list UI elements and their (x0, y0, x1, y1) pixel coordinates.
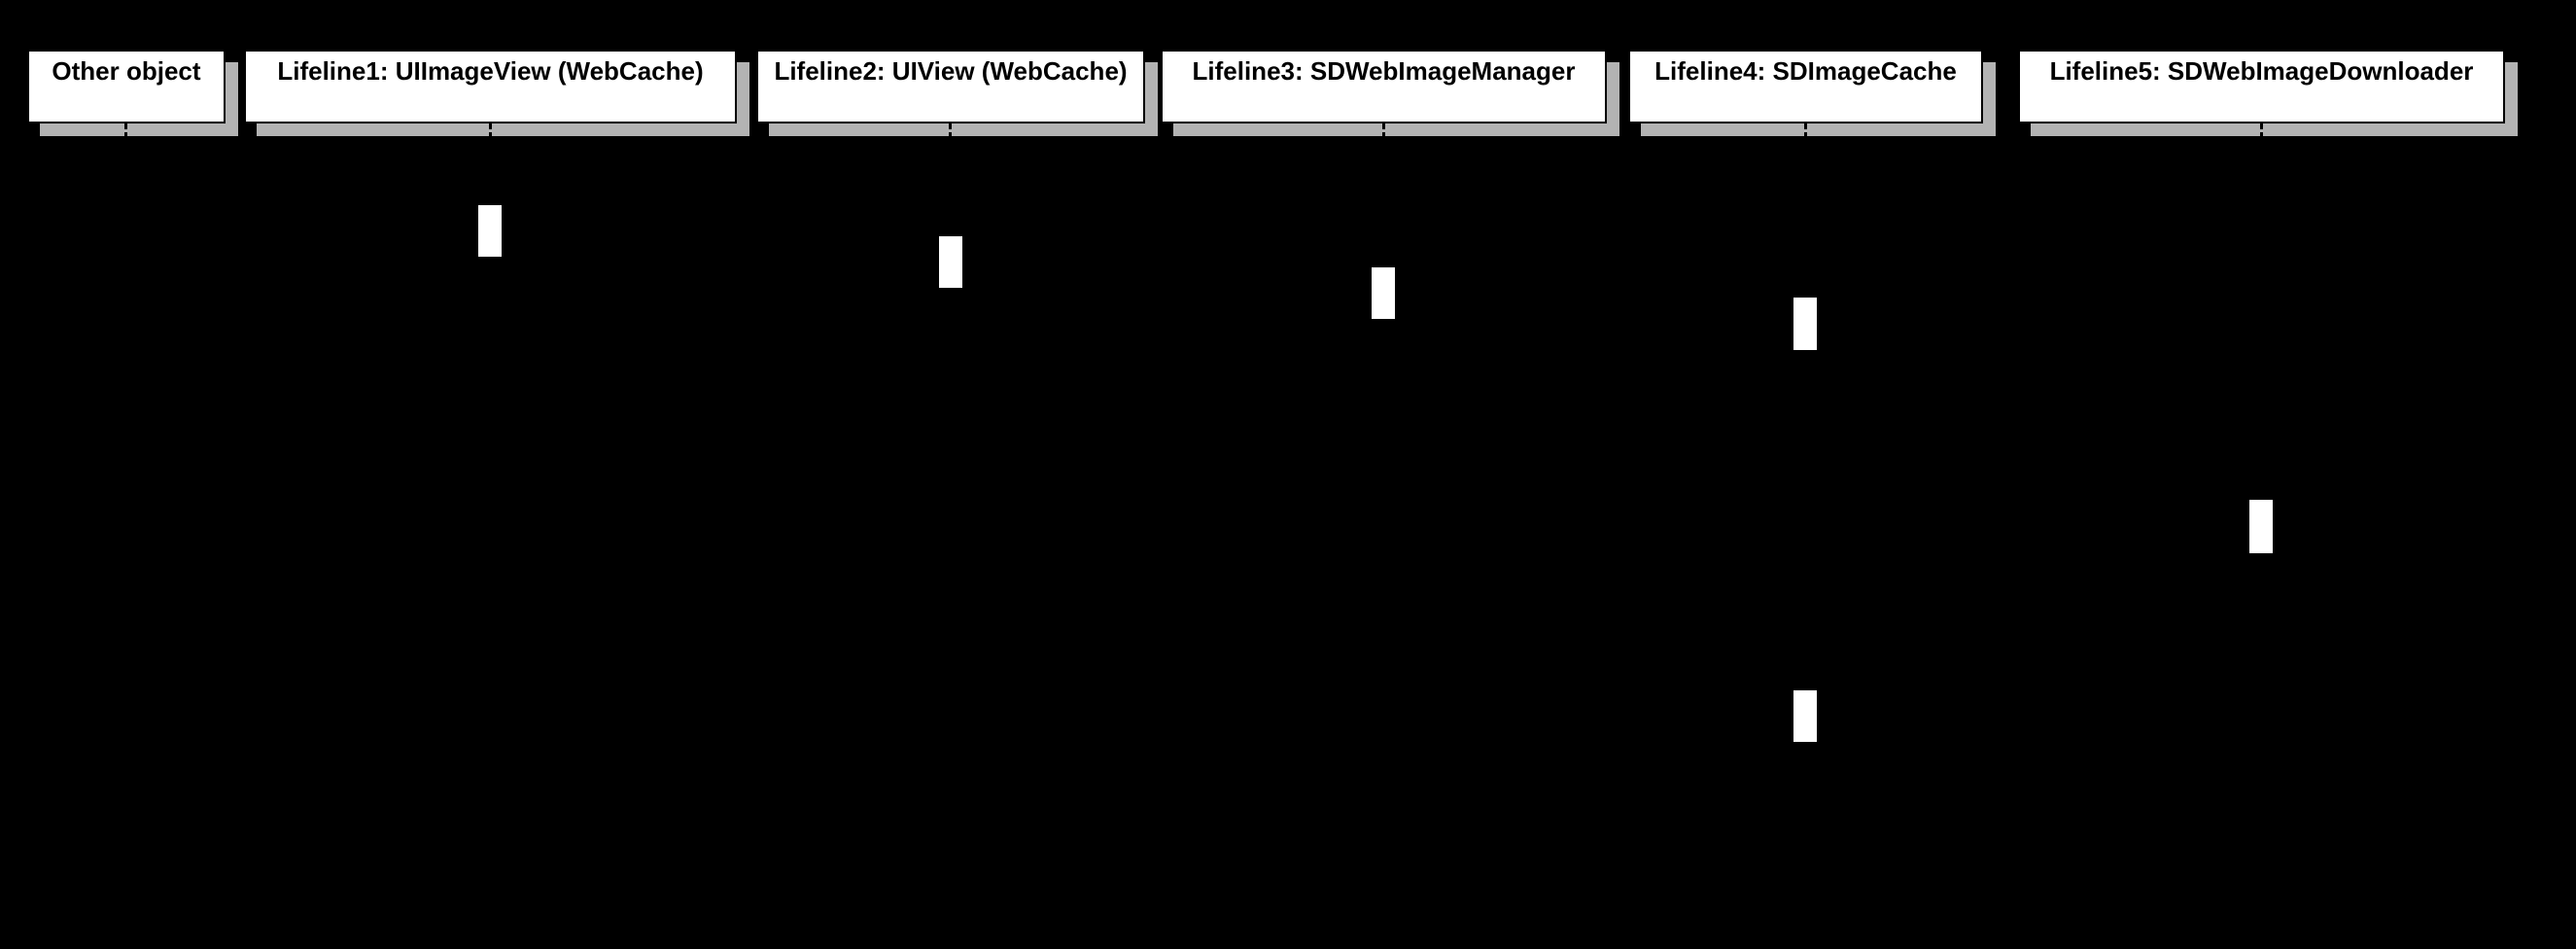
lifeline-label-lifeline2: Lifeline2: UIView (WebCache) (774, 56, 1128, 86)
lifeline-label-lifeline3: Lifeline3: SDWebImageManager (1192, 56, 1576, 86)
lifeline-label-other-object: Other object (52, 56, 201, 86)
activation-bar-lifeline4-first (1793, 298, 1817, 350)
lifeline-label-lifeline5: Lifeline5: SDWebImageDownloader (2049, 56, 2474, 86)
lifeline-head-lifeline3: Lifeline3: SDWebImageManager (1161, 50, 1607, 123)
lifeline-head-lifeline1: Lifeline1: UIImageView (WebCache) (244, 50, 737, 123)
lifeline-dashed-line-lifeline2 (949, 123, 952, 919)
lifeline-dashed-line-other-object (124, 123, 127, 919)
lifeline-head-other-object: Other object (27, 50, 226, 123)
activation-bar-lifeline1 (478, 205, 502, 257)
activation-bar-lifeline5 (2249, 500, 2273, 553)
activation-bar-lifeline3 (1372, 267, 1395, 319)
lifeline-dashed-line-lifeline1 (489, 123, 492, 919)
activation-bar-lifeline2 (939, 236, 962, 288)
lifeline-label-lifeline4: Lifeline4: SDImageCache (1654, 56, 1957, 86)
activation-bar-lifeline4-second (1793, 690, 1817, 742)
lifeline-dashed-line-lifeline3 (1382, 123, 1385, 919)
lifeline-label-lifeline1: Lifeline1: UIImageView (WebCache) (277, 56, 704, 86)
lifeline-dashed-line-lifeline4 (1804, 123, 1807, 919)
lifeline-head-lifeline4: Lifeline4: SDImageCache (1628, 50, 1983, 123)
lifeline-head-lifeline5: Lifeline5: SDWebImageDownloader (2018, 50, 2505, 123)
lifeline-head-lifeline2: Lifeline2: UIView (WebCache) (756, 50, 1145, 123)
